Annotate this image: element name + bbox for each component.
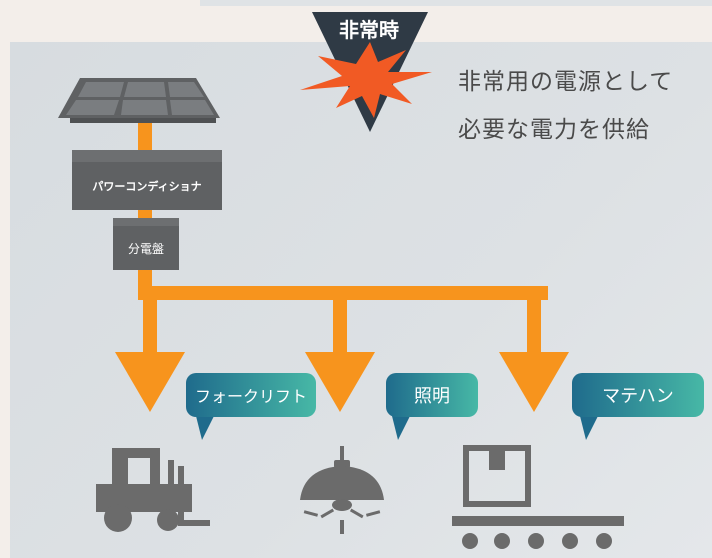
power-flow-lines — [115, 123, 569, 412]
arrow-material-handling — [499, 352, 569, 412]
bubble-lighting: 照明 — [386, 373, 478, 417]
headline-line-2: 必要な電力を供給 — [458, 117, 650, 143]
pendant-lamp-icon — [300, 446, 384, 534]
distribution-board-label: 分電盤 — [127, 241, 164, 256]
bubble-material-handling-label: マテハン — [602, 386, 674, 407]
emergency-label: 非常時 — [339, 18, 399, 42]
bubble-tail-lighting — [392, 416, 410, 440]
headline-line-1: 非常用の電源として — [458, 69, 674, 95]
distribution-board-box: 分電盤 — [113, 226, 179, 270]
power-conditioner-label: パワーコンディショナ — [92, 180, 202, 193]
bubble-tail-forklift — [196, 416, 214, 440]
burst-icon — [300, 42, 432, 118]
bubble-material-handling: マテハン — [572, 373, 704, 417]
emergency-marker — [300, 12, 432, 132]
panelboard-top — [113, 218, 179, 228]
arrow-lighting — [305, 352, 375, 412]
inverter-top — [72, 150, 222, 164]
bubble-lighting-label: 照明 — [414, 386, 450, 407]
bubble-tail-material-handling — [580, 416, 598, 440]
conveyor-box-icon — [452, 445, 624, 549]
arrow-forklift — [115, 352, 185, 412]
top-strip — [200, 0, 712, 6]
bubble-forklift-label: フォークリフト — [194, 387, 307, 406]
power-conditioner-box: パワーコンディショナ — [72, 162, 222, 210]
bubble-forklift: フォークリフト — [186, 373, 316, 417]
forklift-icon — [96, 448, 210, 532]
solar-panel-icon — [58, 78, 220, 123]
